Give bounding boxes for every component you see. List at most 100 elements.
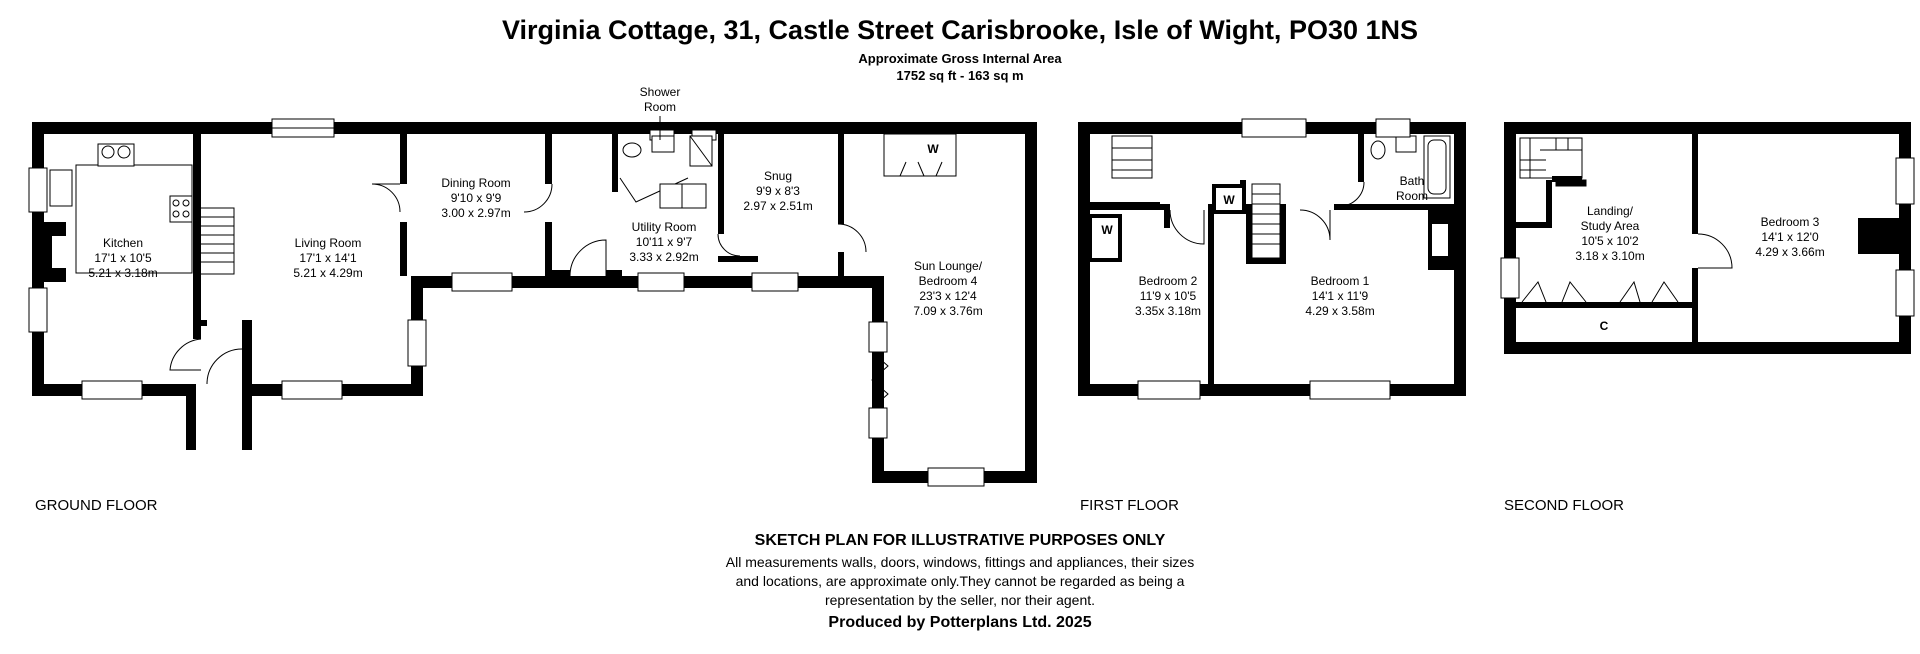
window (1500, 257, 1520, 299)
ground-floor-label: GROUND FLOOR (35, 497, 158, 514)
window (1137, 380, 1201, 400)
living-room-name: Living Room (295, 236, 362, 250)
staircase (1111, 135, 1281, 259)
wall (1164, 204, 1170, 228)
toilet (1370, 140, 1386, 160)
wall (242, 320, 252, 384)
kitchen-metric: 5.21 x 3.18m (88, 266, 157, 280)
door-swing (206, 348, 243, 385)
bedroom-3-metric: 4.29 x 3.66m (1755, 245, 1824, 259)
bedroom-1-imperial: 14'1 x 11'9 (1312, 289, 1369, 303)
wall (1546, 180, 1552, 228)
door-swing (169, 338, 202, 371)
wall (1552, 176, 1582, 182)
landing-name-2: Study Area (1581, 219, 1640, 233)
wall (1208, 210, 1214, 384)
wall (545, 134, 552, 184)
first-floor-label: FIRST FLOOR (1080, 497, 1179, 514)
wall (1516, 302, 1692, 308)
wall (718, 134, 724, 234)
dining-room-metric: 3.00 x 2.97m (441, 206, 510, 220)
wall (612, 134, 618, 192)
disclaimer-heading: SKETCH PLAN FOR ILLUSTRATIVE PURPOSES ON… (754, 532, 1166, 549)
wall (242, 384, 252, 450)
wardrobe-mark: W (1223, 193, 1235, 207)
door-swing (1339, 181, 1365, 207)
wall (1246, 258, 1286, 264)
sun-lounge-metric: 7.09 x 3.76m (913, 304, 982, 318)
wall (400, 222, 407, 276)
utility-sink (659, 183, 707, 209)
utility-room-metric: 3.33 x 2.92m (629, 250, 698, 264)
window (28, 167, 48, 213)
wall (552, 270, 570, 276)
wardrobe (883, 133, 957, 177)
disclaimer-line-3: representation by the seller, nor their … (824, 592, 1096, 608)
window (751, 272, 799, 292)
wall (193, 320, 207, 326)
bathroom-name-2: Room (1396, 189, 1428, 203)
wall (1025, 122, 1037, 483)
wall (718, 256, 758, 262)
wall (1246, 204, 1252, 264)
living-room-metric: 5.21 x 4.29m (293, 266, 362, 280)
bedroom-3-name: Bedroom 3 (1761, 215, 1820, 229)
bathroom-name-1: Bath (1400, 174, 1425, 188)
door-swing (717, 233, 741, 257)
door-swing (371, 183, 401, 213)
wall (1090, 202, 1160, 208)
wardrobe (1088, 214, 1122, 262)
window (407, 319, 427, 367)
window (81, 380, 143, 400)
wall (545, 222, 552, 276)
bedroom-3-imperial: 14'1 x 12'0 (1761, 230, 1819, 244)
door-swing (569, 239, 607, 277)
utility-room-name: Utility Room (632, 220, 697, 234)
wall (1358, 134, 1364, 182)
kitchen-name: Kitchen (103, 236, 143, 250)
kitchen-imperial: 17'1 x 10'5 (94, 251, 152, 265)
wall (1516, 222, 1546, 228)
living-room-imperial: 17'1 x 14'1 (299, 251, 357, 265)
hob (97, 143, 135, 167)
sun-lounge-imperial: 23'3 x 12'4 (919, 289, 977, 303)
toilet (622, 142, 642, 158)
wall (1078, 384, 1466, 396)
cupboard-doors (1521, 280, 1679, 303)
window (1895, 269, 1915, 317)
wall (186, 384, 196, 450)
wall (872, 276, 884, 483)
bedroom-1-metric: 4.29 x 3.58m (1305, 304, 1374, 318)
wall (32, 122, 44, 396)
landing-name-1: Landing/ (1587, 204, 1634, 218)
window (927, 467, 985, 487)
landing-metric: 3.18 x 3.10m (1575, 249, 1644, 263)
window (281, 380, 343, 400)
window (1895, 157, 1915, 205)
staircase (1519, 137, 1587, 187)
wall (400, 134, 407, 184)
wall (1692, 268, 1698, 342)
bedroom-1-name: Bedroom 1 (1311, 274, 1370, 288)
wall (838, 134, 844, 224)
staircase (199, 207, 235, 275)
landing-imperial: 10'5 x 10'2 (1581, 234, 1639, 248)
shower-room-label-1: Shower (640, 85, 681, 99)
snug-imperial: 9'9 x 8'3 (756, 184, 800, 198)
chimney-breast (1858, 218, 1899, 254)
second-floor-plan: C Landing/ Study Area 10'5 x 10'2 3.18 x… (1500, 122, 1915, 514)
wall (1334, 204, 1454, 210)
french-doors (871, 351, 889, 409)
sun-lounge-name-1: Sun Lounge/ (914, 259, 983, 273)
wall (1899, 122, 1911, 354)
dining-room-imperial: 9'10 x 9'9 (451, 191, 502, 205)
basin (1395, 135, 1417, 153)
wall (1280, 204, 1286, 262)
wall (1078, 122, 1090, 396)
wall (1504, 122, 1911, 134)
shower-room-label-2: Room (644, 100, 676, 114)
door-swing (1299, 209, 1331, 241)
wall (1504, 342, 1911, 354)
window (1375, 118, 1411, 138)
